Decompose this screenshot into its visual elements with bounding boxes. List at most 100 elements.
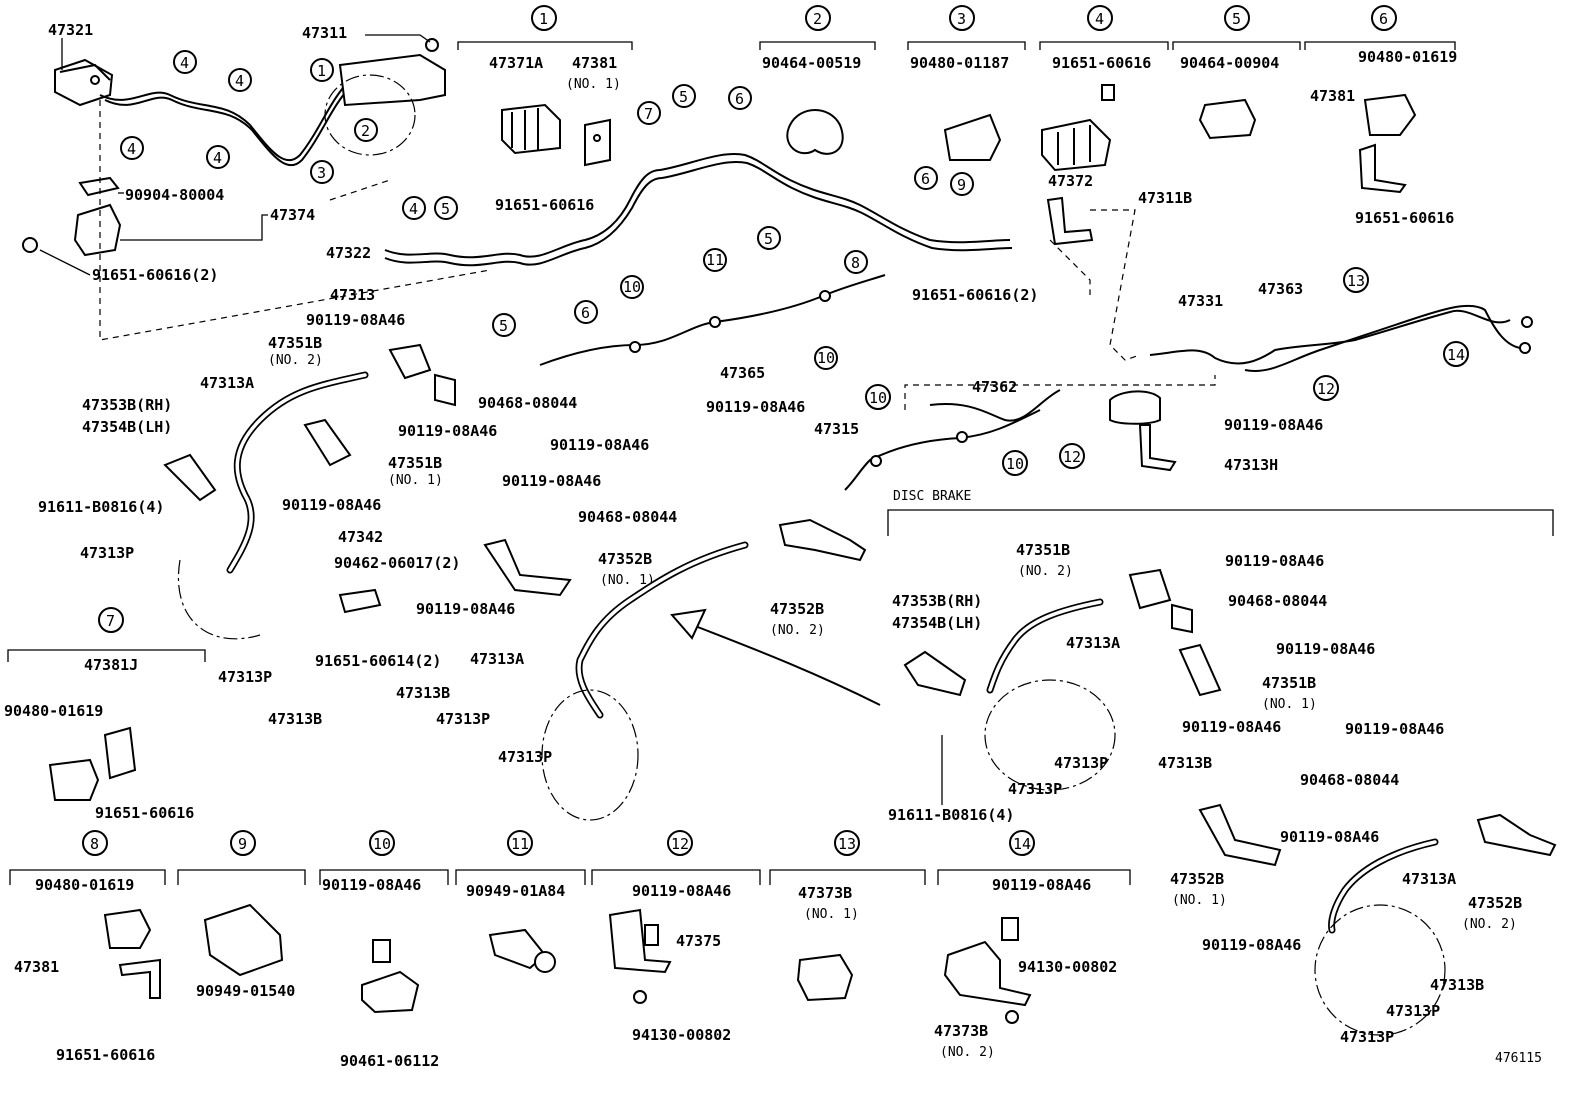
key-8-group: 8 90480-01619 47381 91651-60616: [9, 830, 166, 1064]
label-90468-08044-d: 90468-08044: [1300, 771, 1399, 789]
label-47313P-d: 47313P: [498, 748, 552, 766]
label-no2-e: (NO. 2): [940, 1045, 995, 1060]
svg-text:2: 2: [361, 122, 370, 140]
label-47313A-b: 47313A: [470, 650, 524, 668]
label-47372: 47372: [1048, 172, 1093, 190]
label-94130-00802-a: 94130-00802: [632, 1026, 731, 1044]
label-90461-06112: 90461-06112: [340, 1052, 439, 1070]
bracket-47353B: [163, 453, 217, 502]
svg-text:10: 10: [817, 349, 835, 367]
label-47322: 47322: [326, 244, 371, 262]
label-90119-f: 90119-08A46: [416, 600, 515, 618]
label-91651-60616-a: 91651-60616: [495, 196, 594, 214]
label-90119-e: 90119-08A46: [502, 472, 601, 490]
label-47311B: 47311B: [1138, 189, 1192, 207]
label-47381-bottom: 47381: [14, 958, 59, 976]
label-47351B-no1-disc: 47351B: [1262, 674, 1316, 692]
label-90119-j: 90119-08A46: [1276, 640, 1375, 658]
bracket-47352B-disc: [1198, 803, 1557, 867]
svg-text:8: 8: [851, 254, 860, 272]
label-47352B-no2: 47352B: [770, 600, 824, 618]
label-47315: 47315: [814, 420, 859, 438]
bracket-47351B-no1: [303, 418, 352, 467]
label-90119-o: 90119-08A46: [322, 876, 421, 894]
label-disc-brake: DISC BRAKE: [893, 489, 971, 504]
svg-text:13: 13: [1347, 272, 1365, 290]
label-47371A: 47371A: [489, 54, 543, 72]
label-47373B-no1: 47373B: [798, 884, 852, 902]
label-90119-c: 90119-08A46: [282, 496, 381, 514]
label-47362: 47362: [972, 378, 1017, 396]
hose-47313A-disc: [986, 598, 1104, 694]
label-47352B-no1-disc: 47352B: [1170, 870, 1224, 888]
label-47363: 47363: [1258, 280, 1303, 298]
svg-text:12: 12: [671, 835, 689, 853]
label-90119-p: 90119-08A46: [632, 882, 731, 900]
svg-text:5: 5: [1232, 10, 1241, 28]
svg-text:3: 3: [957, 10, 966, 28]
label-90468-08044-c: 90468-08044: [1228, 592, 1327, 610]
label-no2-d: (NO. 2): [1462, 917, 1517, 932]
key-12-group: 12 90119-08A46 47375 94130-00802: [591, 830, 761, 1044]
label-91651-60616-2: 91651-60616(2): [92, 266, 218, 284]
svg-text:5: 5: [679, 88, 688, 106]
label-91651-60616-c: 91651-60616: [1355, 209, 1454, 227]
hose-47313A-disc-b: [1328, 838, 1439, 934]
label-90119-h: 90119-08A46: [1224, 416, 1323, 434]
part-47321-bracket: [54, 58, 114, 107]
pipe-47313: [384, 153, 1013, 267]
svg-text:6: 6: [581, 304, 590, 322]
label-47313P-a: 47313P: [80, 544, 134, 562]
svg-text:11: 11: [706, 251, 724, 269]
label-47381-key6: 47381: [1310, 87, 1355, 105]
bracket-47352B-no1: [483, 538, 572, 597]
svg-text:1: 1: [317, 62, 326, 80]
key-9-group: 9 90949-01540: [177, 830, 306, 1000]
label-90119-b: 90119-08A46: [398, 422, 497, 440]
svg-text:7: 7: [644, 105, 653, 123]
key-4-group: 91651-60616 47372: [1039, 41, 1169, 190]
label-47313B-a: 47313B: [268, 710, 322, 728]
svg-text:4: 4: [235, 72, 244, 90]
label-90468-08044-a: 90468-08044: [478, 394, 577, 412]
label-47331: 47331: [1178, 292, 1223, 310]
label-91651-60616-b: 91651-60616: [1052, 54, 1151, 72]
svg-text:4: 4: [213, 149, 222, 167]
label-90119-l: 90119-08A46: [1345, 720, 1444, 738]
label-47354B-lh-b: 47354B(LH): [892, 614, 982, 632]
svg-text:12: 12: [1317, 380, 1335, 398]
bracket-47351B-no1-disc: [1178, 643, 1222, 697]
label-90119-k: 90119-08A46: [1182, 718, 1281, 736]
label-90904-80004: 90904-80004: [125, 186, 224, 204]
label-47313B-d: 47313B: [1430, 976, 1484, 994]
master-cylinder: [338, 38, 446, 107]
key-5-group: 90464-00904: [1172, 41, 1301, 140]
key-3-group: 90480-01187: [907, 41, 1026, 161]
label-47313A-c: 47313A: [1066, 634, 1120, 652]
bracket-47352B-no2: [778, 518, 867, 562]
label-47374: 47374: [270, 206, 315, 224]
label-47352B-no2-disc: 47352B: [1468, 894, 1522, 912]
label-47381J: 47381J: [84, 656, 138, 674]
svg-text:6: 6: [735, 90, 744, 108]
svg-text:9: 9: [957, 176, 966, 194]
key-11-group: 11 90949-01A84: [455, 830, 586, 973]
label-47313P-b: 47313P: [218, 668, 272, 686]
label-no2-a: (NO. 2): [268, 353, 323, 368]
svg-text:14: 14: [1013, 835, 1031, 853]
svg-text:10: 10: [373, 835, 391, 853]
key-14-group: 14 90119-08A46 94130-00802 47373B (NO. 2…: [934, 830, 1131, 1060]
label-no1-b: (NO. 1): [600, 573, 655, 588]
label-91611-b: 91611-B0816(4): [888, 806, 1014, 824]
svg-text:11: 11: [511, 835, 529, 853]
bracket-47353B-disc: [903, 650, 967, 697]
svg-text:6: 6: [1379, 10, 1388, 28]
label-90464-00904: 90464-00904: [1180, 54, 1279, 72]
bracket-47311B: [1046, 196, 1094, 246]
svg-text:4: 4: [409, 200, 418, 218]
label-47351B-no2: 47351B: [268, 334, 322, 352]
label-90480-01619-top: 90480-01619: [1358, 48, 1457, 66]
label-47373B-no2: 47373B: [934, 1022, 988, 1040]
label-no1-d: (NO. 1): [1172, 893, 1227, 908]
